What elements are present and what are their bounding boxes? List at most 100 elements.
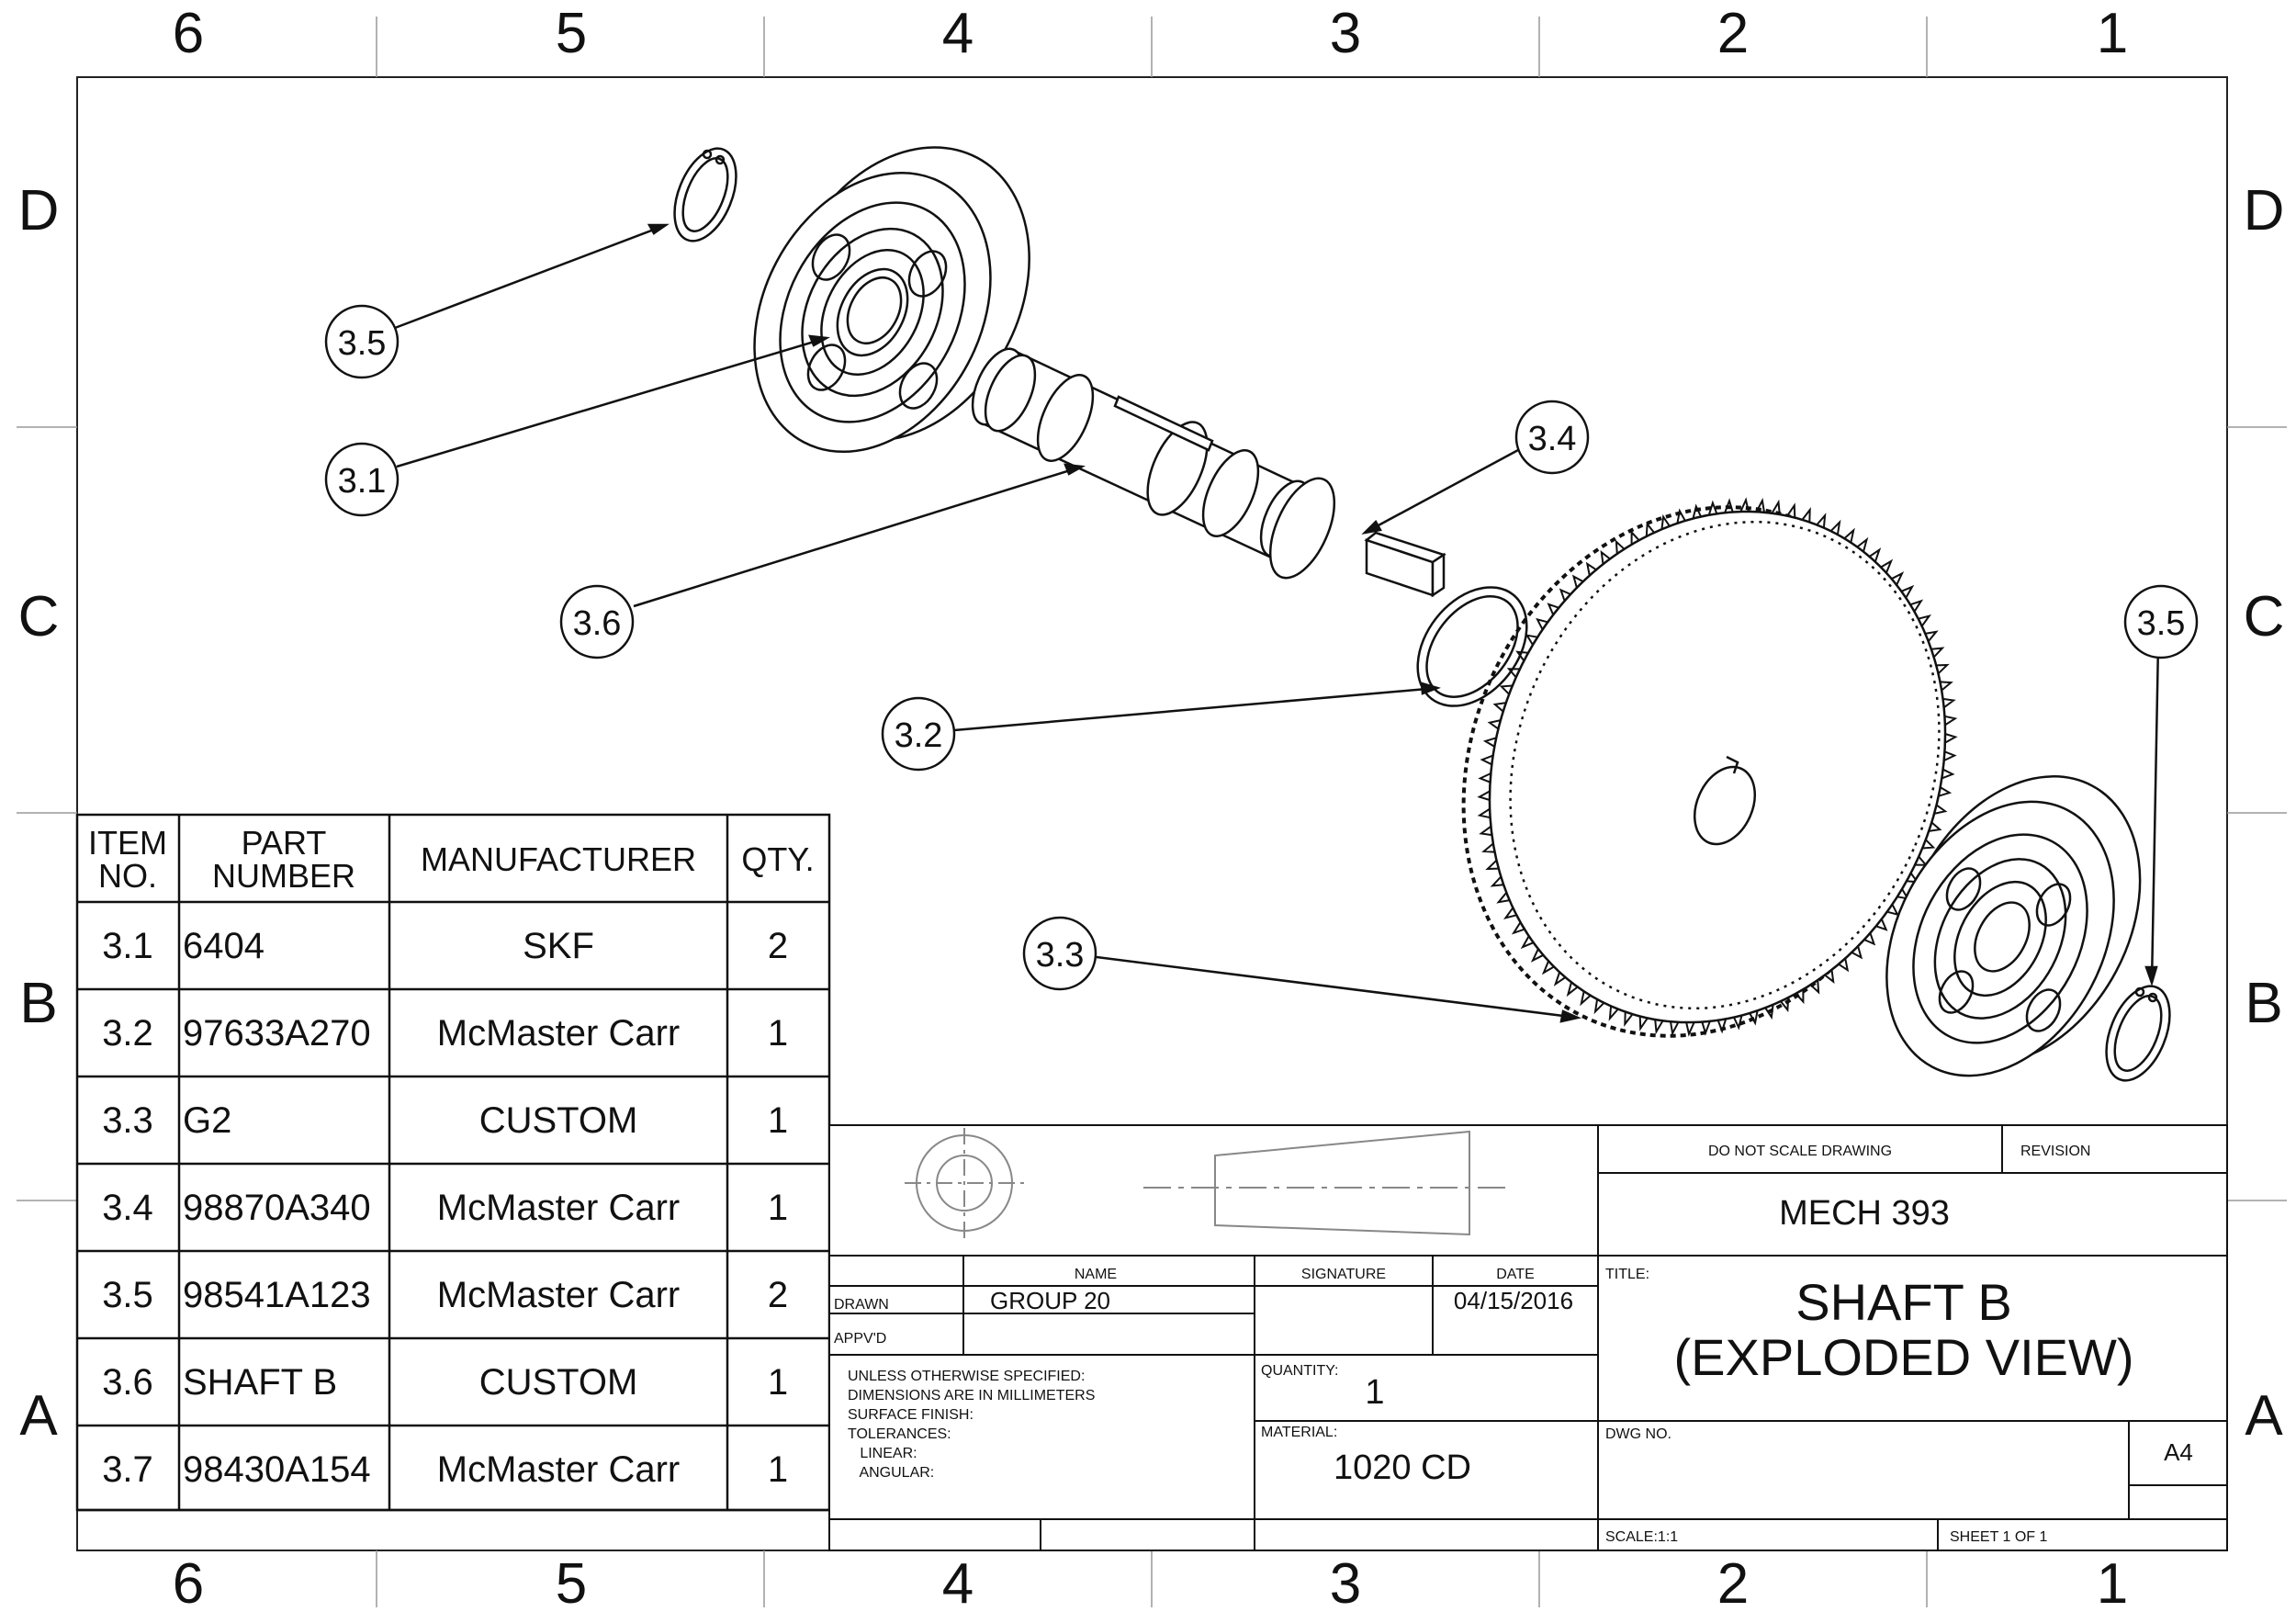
bom-header-qty: QTY. xyxy=(741,840,814,878)
svg-text:3.1: 3.1 xyxy=(102,926,153,966)
third-angle-projection-symbol xyxy=(905,1128,1506,1238)
drawing-title-line2: (EXPLODED VIEW) xyxy=(1674,1328,2134,1386)
svg-text:1: 1 xyxy=(768,1013,788,1054)
zone-col-4-bottom: 4 xyxy=(942,1552,974,1616)
svg-text:CUSTOM: CUSTOM xyxy=(479,1362,638,1403)
svg-text:3.5: 3.5 xyxy=(102,1275,153,1315)
revision-label: REVISION xyxy=(2020,1144,2090,1159)
company-name: MECH 393 xyxy=(1779,1194,1950,1233)
signature-column-label: SIGNATURE xyxy=(1301,1267,1386,1282)
zone-col-4-top: 4 xyxy=(942,2,974,65)
zone-row-c-right: C xyxy=(2244,585,2285,648)
bom-header-part-number: NUMBER xyxy=(212,857,355,895)
svg-text:McMaster Carr: McMaster Carr xyxy=(437,1275,680,1315)
svg-text:McMaster Carr: McMaster Carr xyxy=(437,1449,680,1490)
retaining-ring-top xyxy=(673,147,737,242)
svg-text:1: 1 xyxy=(768,1449,788,1490)
retaining-ring-bottom xyxy=(2105,985,2171,1082)
svg-text:3.1: 3.1 xyxy=(338,462,387,501)
general-note: DIMENSIONS ARE IN MILLIMETERS xyxy=(848,1388,1095,1403)
svg-text:3.6: 3.6 xyxy=(102,1362,153,1403)
drawing-title-line1: SHAFT B xyxy=(1795,1273,2011,1331)
svg-text:3.7: 3.7 xyxy=(102,1449,153,1490)
quantity-label: QUANTITY: xyxy=(1261,1363,1338,1379)
sheet-number: SHEET 1 OF 1 xyxy=(1950,1529,2048,1545)
svg-text:3.5: 3.5 xyxy=(2137,604,2186,643)
general-note: LINEAR: xyxy=(848,1446,917,1461)
drawn-by-name: GROUP 20 xyxy=(990,1287,1110,1314)
zone-col-6-top: 6 xyxy=(173,2,204,65)
svg-text:3.6: 3.6 xyxy=(573,604,622,643)
title-label: TITLE: xyxy=(1605,1267,1649,1282)
svg-text:3.5: 3.5 xyxy=(338,324,387,363)
zone-col-2-bottom: 2 xyxy=(1717,1552,1749,1616)
name-column-label: NAME xyxy=(1075,1267,1117,1282)
zone-row-b-right: B xyxy=(2245,972,2282,1035)
bom-header-item: ITEM xyxy=(88,824,167,862)
svg-text:98870A340: 98870A340 xyxy=(183,1188,371,1228)
svg-text:2: 2 xyxy=(768,926,788,966)
callout-balloon-3-5-top: 3.5 xyxy=(324,304,400,379)
zone-row-a-right: A xyxy=(2245,1384,2283,1448)
callout-balloon-3-2: 3.2 xyxy=(881,696,956,772)
zone-row-d-left: D xyxy=(18,179,60,242)
general-note: TOLERANCES: xyxy=(848,1426,951,1442)
general-note: ANGULAR: xyxy=(848,1465,934,1481)
bom-row: 3.3 G2 CUSTOM 1 xyxy=(102,1100,788,1141)
bearing-top xyxy=(753,146,1030,453)
bom-row: 3.6 SHAFT B CUSTOM 1 xyxy=(102,1362,788,1403)
svg-text:6404: 6404 xyxy=(183,926,264,966)
do-not-scale-label: DO NOT SCALE DRAWING xyxy=(1708,1144,1892,1159)
bom-row: 3.4 98870A340 McMaster Carr 1 xyxy=(102,1188,788,1228)
bearing-bottom xyxy=(1885,775,2142,1077)
svg-text:3.4: 3.4 xyxy=(102,1188,153,1228)
callout-balloon-3-5-right: 3.5 xyxy=(2123,584,2199,659)
svg-text:CUSTOM: CUSTOM xyxy=(479,1100,638,1141)
callout-balloon-3-6: 3.6 xyxy=(559,584,635,659)
svg-text:G2: G2 xyxy=(183,1100,231,1141)
date-column-label: DATE xyxy=(1496,1267,1534,1282)
zone-col-3-top: 3 xyxy=(1330,2,1361,65)
svg-text:97633A270: 97633A270 xyxy=(183,1013,371,1054)
zone-col-5-bottom: 5 xyxy=(556,1552,587,1616)
svg-text:1: 1 xyxy=(768,1188,788,1228)
zone-col-3-bottom: 3 xyxy=(1330,1552,1361,1616)
callout-balloon-3-3: 3.3 xyxy=(1022,916,1097,991)
bom-row: 3.5 98541A123 McMaster Carr 2 xyxy=(102,1275,788,1315)
svg-text:1: 1 xyxy=(768,1362,788,1403)
svg-text:1: 1 xyxy=(768,1100,788,1141)
sheet-size: A4 xyxy=(2164,1438,2193,1466)
svg-text:98430A154: 98430A154 xyxy=(183,1449,371,1490)
bom-header-part: PART xyxy=(242,824,327,862)
svg-text:SHAFT B: SHAFT B xyxy=(183,1362,337,1403)
zone-row-b-left: B xyxy=(19,972,57,1035)
spacer-washer xyxy=(1416,586,1528,707)
zone-row-c-left: C xyxy=(18,585,60,648)
zone-col-2-top: 2 xyxy=(1717,2,1749,65)
svg-text:3.3: 3.3 xyxy=(1036,936,1085,975)
scale-label: SCALE:1:1 xyxy=(1605,1529,1678,1545)
zone-row-a-left: A xyxy=(19,1384,58,1448)
svg-text:3.3: 3.3 xyxy=(102,1100,153,1141)
shaft xyxy=(971,347,1336,580)
svg-text:3.2: 3.2 xyxy=(895,716,943,755)
dwg-no-label: DWG NO. xyxy=(1605,1426,1671,1442)
callout-balloon-3-4: 3.4 xyxy=(1514,400,1590,475)
bom-header-manufacturer: MANUFACTURER xyxy=(421,840,696,878)
svg-text:McMaster Carr: McMaster Carr xyxy=(437,1013,680,1054)
leader-lines xyxy=(394,223,2160,1023)
material-label: MATERIAL: xyxy=(1261,1425,1337,1440)
general-note: SURFACE FINISH: xyxy=(848,1407,974,1423)
zone-col-1-bottom: 1 xyxy=(2097,1552,2128,1616)
zone-ticks xyxy=(17,17,2287,1607)
svg-text:3.4: 3.4 xyxy=(1528,420,1577,458)
approved-label: APPV'D xyxy=(834,1331,886,1347)
svg-text:McMaster Carr: McMaster Carr xyxy=(437,1188,680,1228)
material-value: 1020 CD xyxy=(1334,1448,1471,1487)
bom-row: 3.7 98430A154 McMaster Carr 1 xyxy=(102,1449,788,1490)
svg-text:2: 2 xyxy=(768,1275,788,1315)
callout-balloon-3-1: 3.1 xyxy=(324,442,400,517)
drawn-date: 04/15/2016 xyxy=(1454,1287,1573,1314)
spur-gear xyxy=(1461,497,1958,1038)
